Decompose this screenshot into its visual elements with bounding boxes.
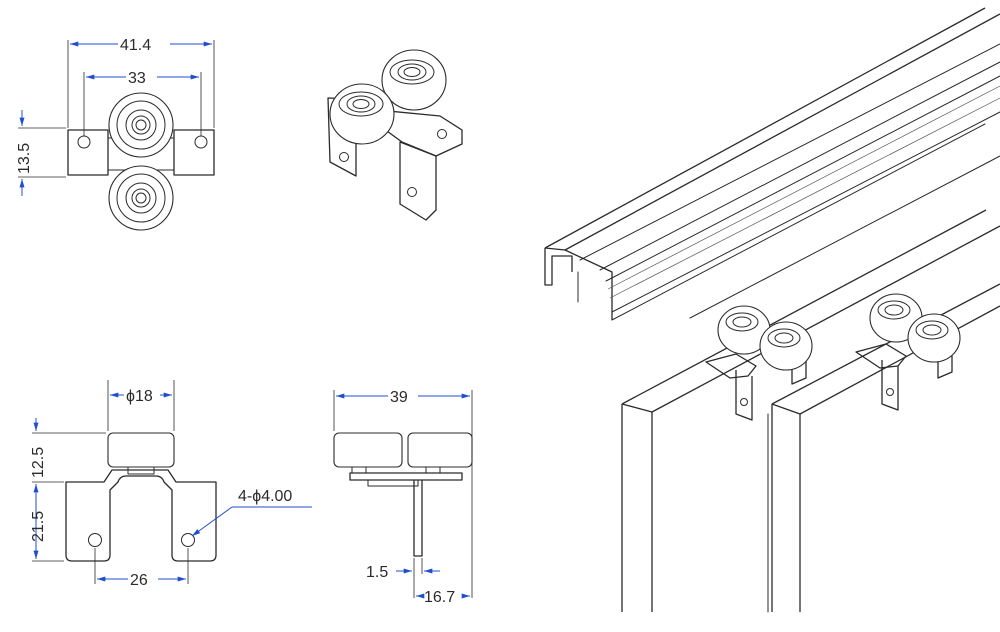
dim-wheel-height: 12.5: [30, 447, 47, 478]
isometric-hanger: [327, 49, 463, 221]
dim-overall-width: 41.4: [120, 37, 151, 54]
dim-overall-width: 39: [390, 389, 408, 406]
dim-bracket-height: 13.5: [16, 143, 33, 174]
front-view: ϕ18 12.5 21.5 4-ϕ4.00 26: [30, 380, 312, 589]
door-panel-front: [621, 209, 1000, 613]
dim-offset: 16.7: [424, 589, 455, 606]
track-rail: [544, 7, 1000, 321]
hanger-right-mounted: [855, 293, 961, 411]
dim-hole-spacing: 33: [128, 70, 146, 87]
dim-plate-thickness: 1.5: [366, 564, 388, 581]
side-view: 39 1.5 16.7: [333, 389, 473, 606]
hanger-left-mounted: [705, 305, 813, 421]
dim-wheel-diameter: ϕ18: [126, 388, 153, 405]
dim-hole-spec: 4-ϕ4.00: [238, 488, 292, 505]
top-view: 41.4 33 13.5: [16, 37, 215, 231]
dim-hole-spacing: 26: [130, 572, 148, 589]
dim-bracket-height: 21.5: [30, 511, 47, 542]
